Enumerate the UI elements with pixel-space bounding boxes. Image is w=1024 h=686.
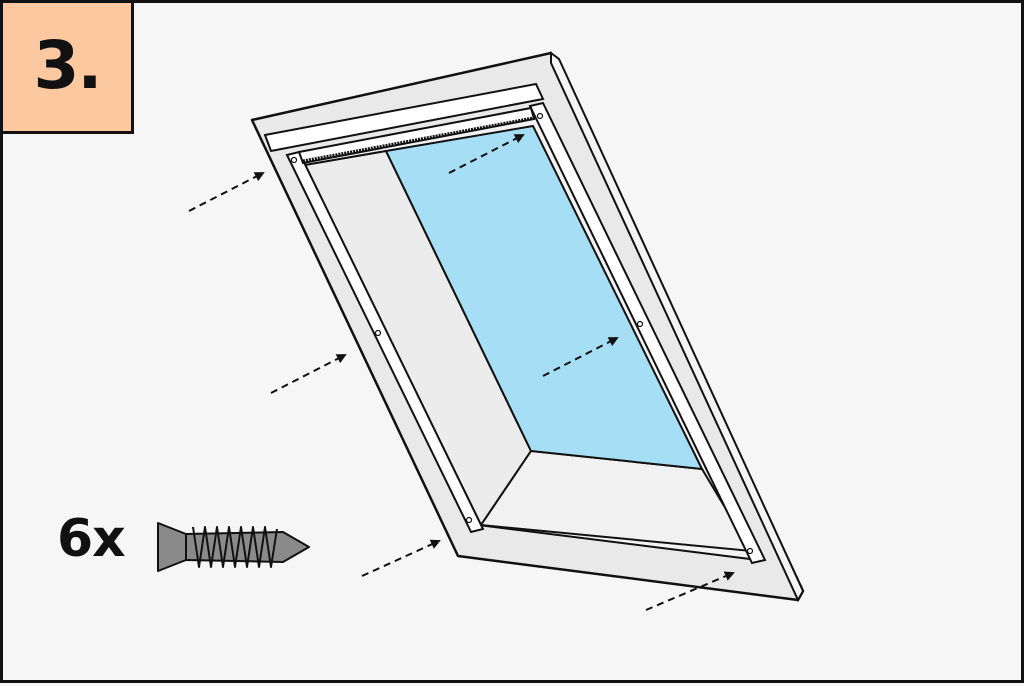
glass-pane [384,124,704,471]
step-badge: 3. [3,3,134,134]
roof-window-diagram [157,51,805,611]
step-number: 3. [33,26,103,104]
frame-side-face [550,51,805,603]
right-side-rail [528,101,767,565]
arrow-icon [645,571,735,611]
top-cassette [263,82,545,153]
arrow-icon [361,539,441,577]
screw-count: 6x [57,509,126,569]
screw-icon [157,522,310,572]
arrow-icon [542,337,619,377]
left-side-rail [285,150,485,534]
arrow-icon [270,354,347,394]
arrow-icon [188,172,265,212]
arrow-icon [448,134,525,174]
